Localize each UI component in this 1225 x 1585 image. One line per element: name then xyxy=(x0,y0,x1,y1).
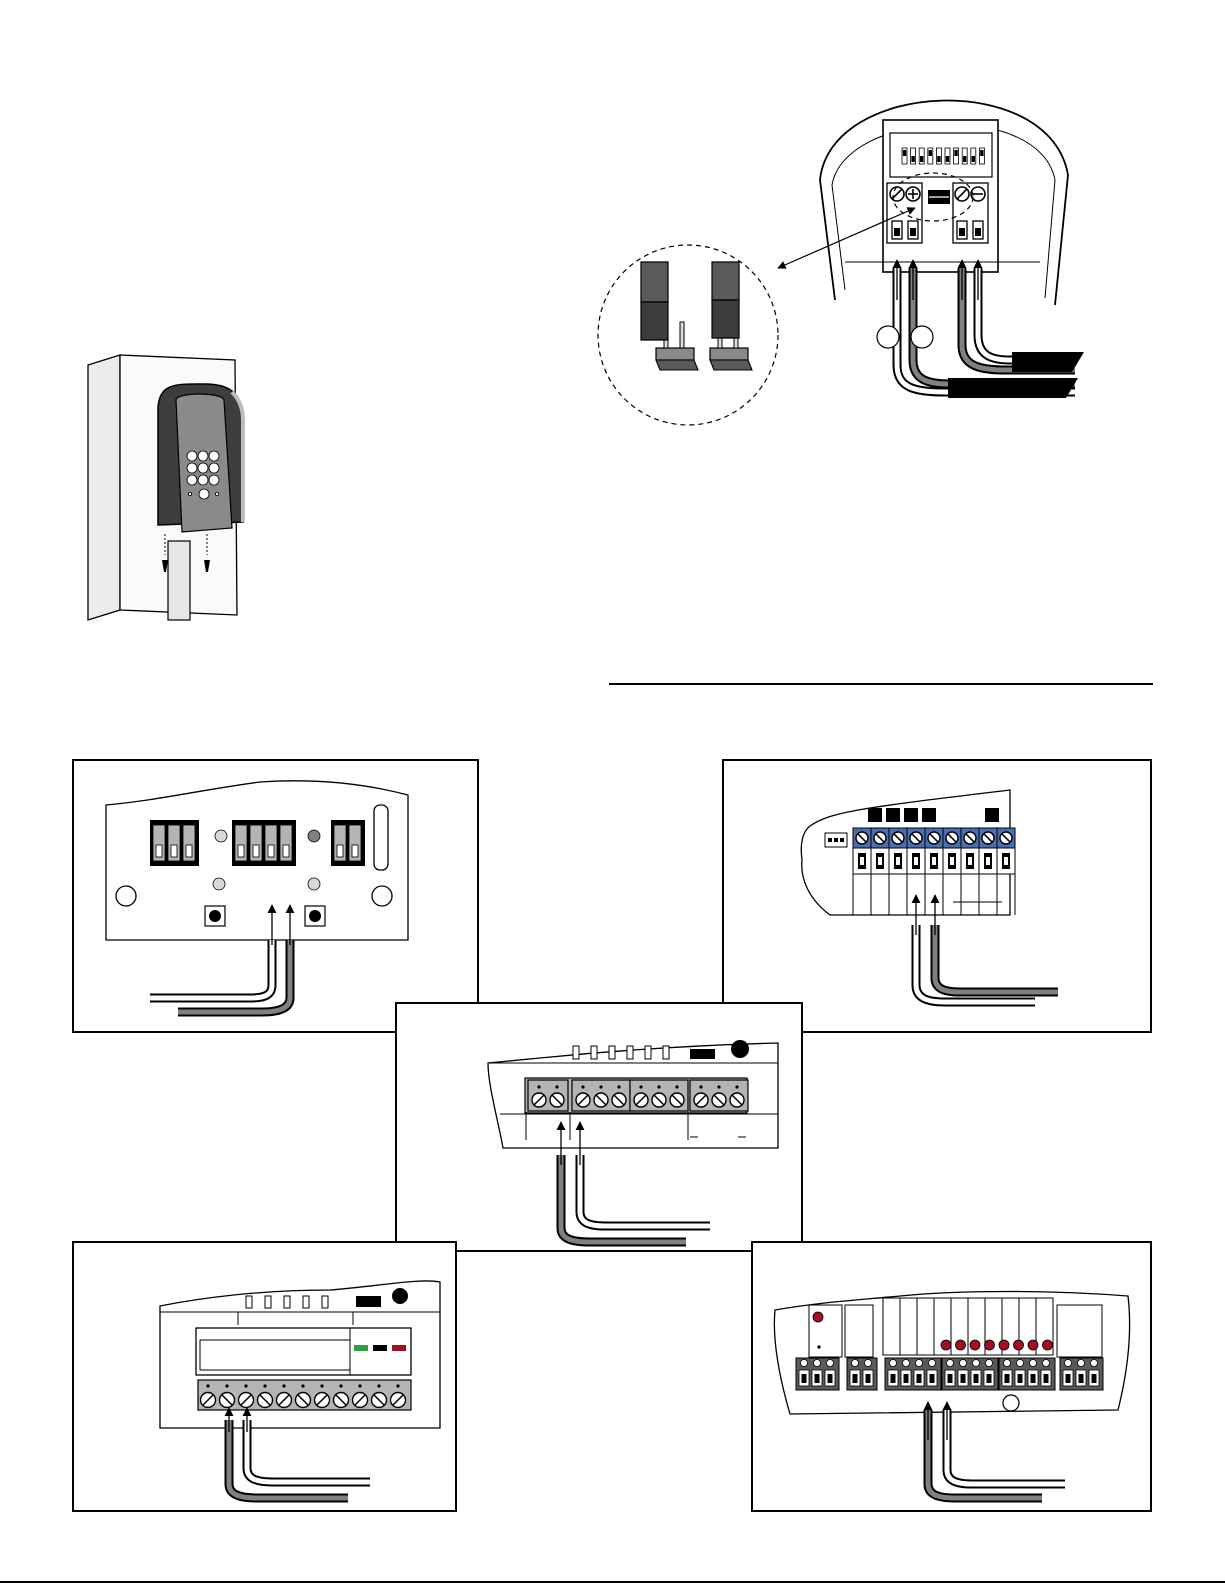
opener-panel-a xyxy=(73,760,478,1032)
opener-panel-b xyxy=(723,760,1151,1032)
wire-tie-right xyxy=(911,326,933,348)
keypad-mounted-on-post xyxy=(88,355,243,620)
cable-conduit xyxy=(168,541,190,620)
jumper-settings-inset xyxy=(598,245,778,425)
opener-panel-e xyxy=(752,1242,1151,1511)
output-terminals xyxy=(953,183,988,243)
opener-panel-c xyxy=(396,1003,802,1251)
wire-tie-left xyxy=(877,326,899,348)
keypad-terminal-wiring xyxy=(598,101,1084,425)
opener-panel-d xyxy=(73,1242,456,1511)
